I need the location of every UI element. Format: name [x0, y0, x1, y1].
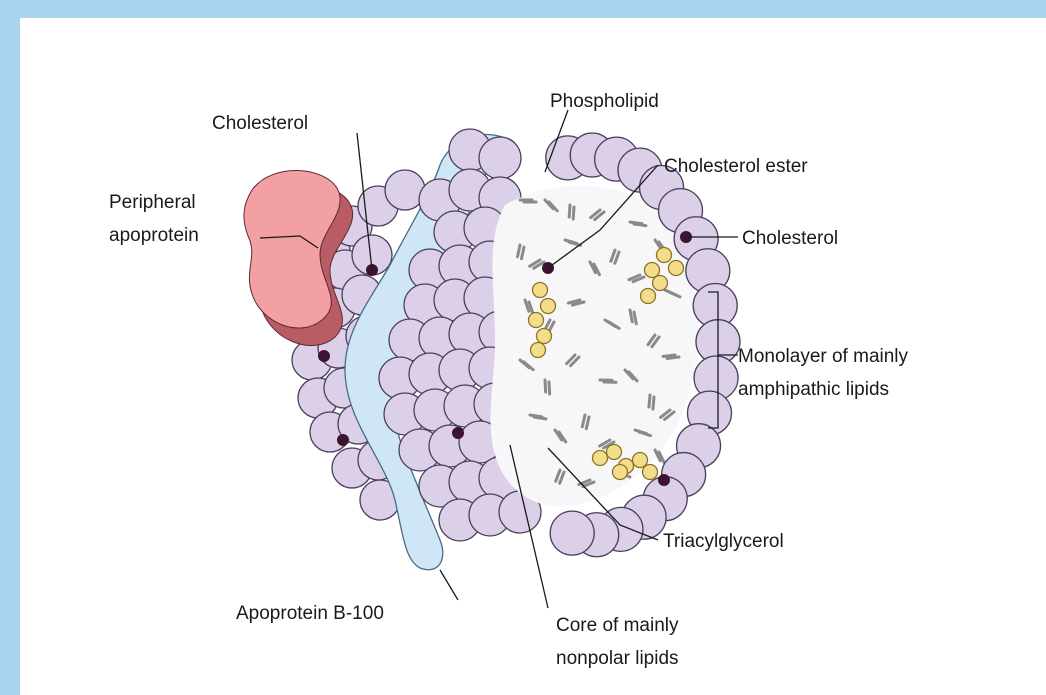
- label-core-line1: Core of mainly: [556, 615, 679, 636]
- label-peripheral-line2: apoprotein: [109, 225, 199, 246]
- ester-ring: [541, 299, 556, 314]
- cholesterol-dot: [318, 350, 330, 362]
- ester-ring: [593, 451, 608, 466]
- cholesterol-dot: [452, 427, 464, 439]
- ester-ring: [653, 276, 668, 291]
- label-monolayer-line1: Monolayer of mainly: [738, 346, 909, 367]
- ester-ring: [537, 329, 552, 344]
- ester-ring: [533, 283, 548, 298]
- ester-ring: [531, 343, 546, 358]
- label-cholesterol-right: Cholesterol: [742, 228, 838, 249]
- label-peripheral-line1: Peripheral: [109, 192, 196, 213]
- label-triacylglycerol: Triacylglycerol: [663, 531, 784, 552]
- ester-ring: [633, 453, 648, 468]
- phospholipid-sphere: [550, 511, 594, 555]
- ester-ring: [641, 289, 656, 304]
- label-core-line2: nonpolar lipids: [556, 648, 679, 669]
- ester-ring: [669, 261, 684, 276]
- ester-ring: [607, 445, 622, 460]
- ester-ring: [643, 465, 658, 480]
- label-phospholipid: Phospholipid: [550, 91, 659, 112]
- ester-ring: [529, 313, 544, 328]
- phospholipid-sphere: [479, 137, 521, 179]
- label-monolayer-line2: amphipathic lipids: [738, 379, 889, 400]
- label-cholesterol-top: Cholesterol: [212, 113, 308, 134]
- cholesterol-dot: [658, 474, 670, 486]
- ester-ring: [657, 248, 672, 263]
- label-cholesterol-ester: Cholesterol ester: [664, 156, 808, 177]
- ester-ring: [645, 263, 660, 278]
- ester-ring: [613, 465, 628, 480]
- label-apoprotein-b100: Apoprotein B-100: [236, 603, 384, 624]
- leader-apoprotein-b100: [440, 570, 458, 600]
- cholesterol-dot: [337, 434, 349, 446]
